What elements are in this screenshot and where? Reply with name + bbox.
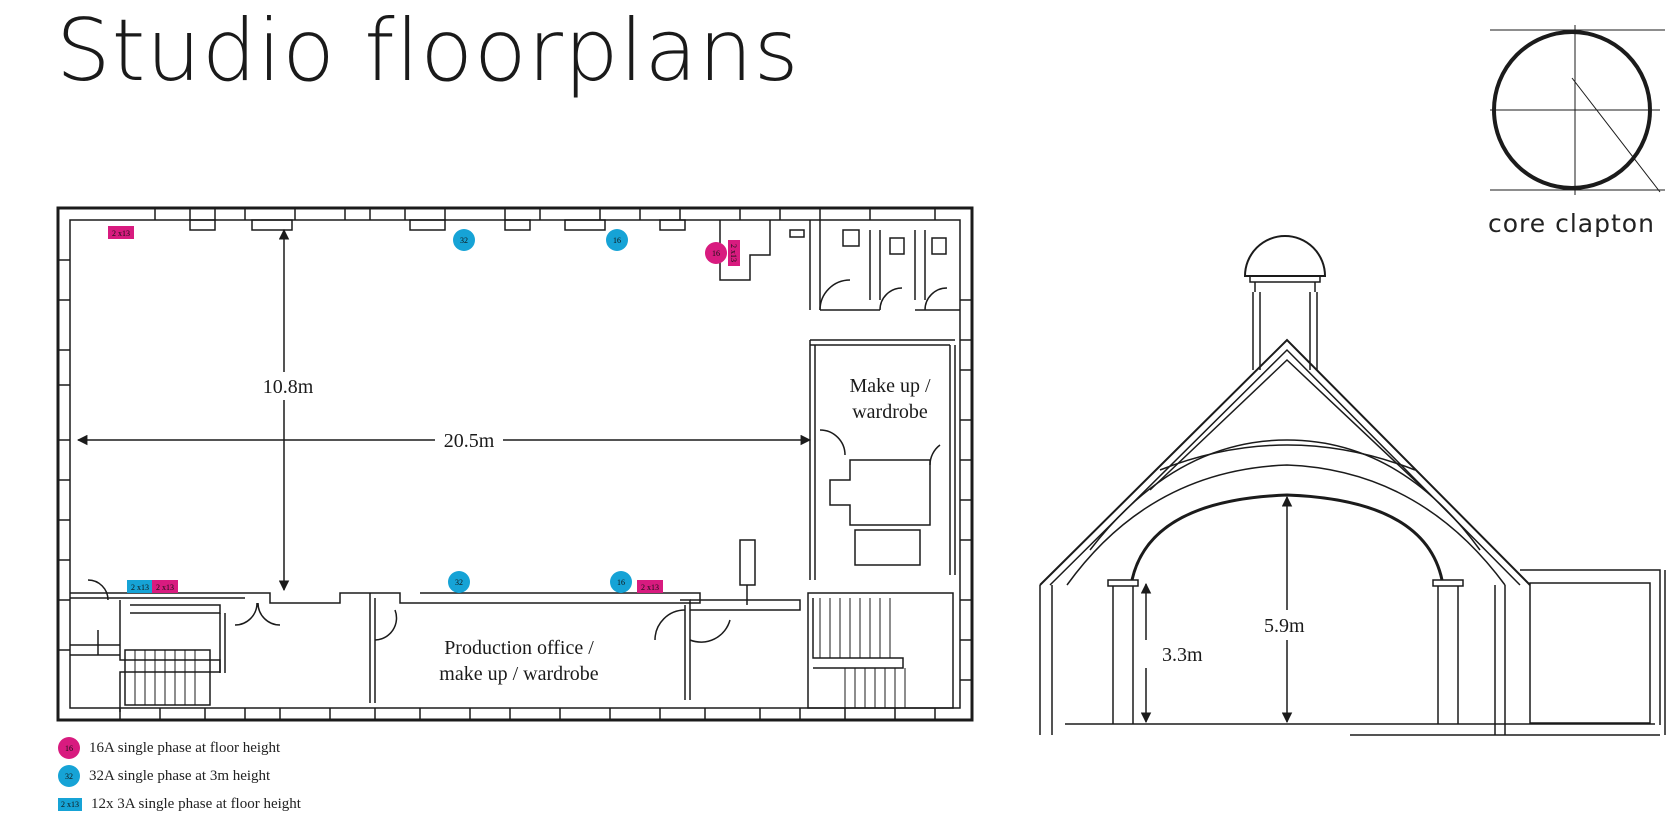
legend-symbol-32a: 32: [58, 765, 80, 787]
socket-label: 2 x13: [112, 229, 130, 238]
socket-magenta-rect: 2 x13: [728, 240, 740, 266]
socket-markers: 2 x13 32 16 16 2 x13 2 x13 2 x13 32 16 2 x13: [108, 226, 740, 593]
socket-shape: [606, 229, 628, 251]
socket-shape: [152, 580, 178, 593]
legend-text: 12x 3A single phase at floor height: [91, 795, 301, 812]
page-title: Studio floorplans: [56, 1, 800, 101]
production-office-label-1: Production office /: [444, 637, 594, 659]
production-office-label-2: make up / wardrobe: [439, 663, 599, 685]
width-dimension: 20.5m: [444, 430, 495, 452]
legend-text: 16A single phase at floor height: [89, 739, 281, 756]
height-dimension: 10.8m: [263, 376, 314, 398]
socket-magenta-rect: 2 x13: [152, 580, 178, 593]
socket-label: 2 x13: [729, 244, 738, 262]
makeup-room-label-2: wardrobe: [852, 401, 928, 423]
socket-shape: [637, 580, 663, 593]
makeup-room-label-1: Make up /: [849, 375, 931, 397]
logo-text: core clapton: [1488, 209, 1655, 238]
legend: 16 16A single phase at floor height 32 3…: [58, 734, 301, 818]
socket-shape: [108, 226, 134, 239]
socket-shape: [728, 240, 740, 266]
socket-label: 2 x13: [641, 583, 659, 592]
dimension-lines: [76, 228, 812, 592]
socket-shape: [448, 571, 470, 593]
legend-symbol-3a: 2 x13: [58, 797, 82, 811]
legend-symbol-16a: 16: [58, 737, 80, 759]
socket-label: 32: [460, 236, 468, 245]
socket-cyan-circle: 16: [610, 571, 632, 593]
section-dimension-lines: [1140, 495, 1293, 724]
socket-label: 2 x13: [131, 583, 149, 592]
socket-label: 32: [455, 578, 463, 587]
legend-text: 32A single phase at 3m height: [89, 767, 271, 784]
core-clapton-logo: [1490, 25, 1665, 195]
low-ceiling-dimension: 3.3m: [1162, 644, 1203, 666]
socket-shape: [610, 571, 632, 593]
legend-item: 2 x13 12x 3A single phase at floor heigh…: [58, 790, 301, 818]
legend-item: 16 16A single phase at floor height: [58, 734, 301, 762]
socket-cyan-circle: 32: [453, 229, 475, 251]
socket-magenta-rect: 2 x13: [108, 226, 134, 239]
high-ceiling-dimension: 5.9m: [1264, 615, 1305, 637]
building-section: [1039, 235, 1666, 736]
socket-shape: [705, 242, 727, 264]
socket-label: 16: [613, 236, 621, 245]
socket-shape: [127, 580, 153, 593]
legend-item: 32 32A single phase at 3m height: [58, 762, 301, 790]
socket-cyan-circle: 16: [606, 229, 628, 251]
socket-shape: [453, 229, 475, 251]
socket-magenta-circle: 16: [705, 242, 727, 264]
floorplan: [56, 206, 974, 722]
socket-label: 16: [712, 249, 720, 258]
socket-cyan-rect: 2 x13: [127, 580, 153, 593]
socket-label: 16: [617, 578, 625, 587]
socket-label: 2 x13: [156, 583, 174, 592]
socket-magenta-rect: 2 x13: [637, 580, 663, 593]
socket-cyan-circle: 32: [448, 571, 470, 593]
